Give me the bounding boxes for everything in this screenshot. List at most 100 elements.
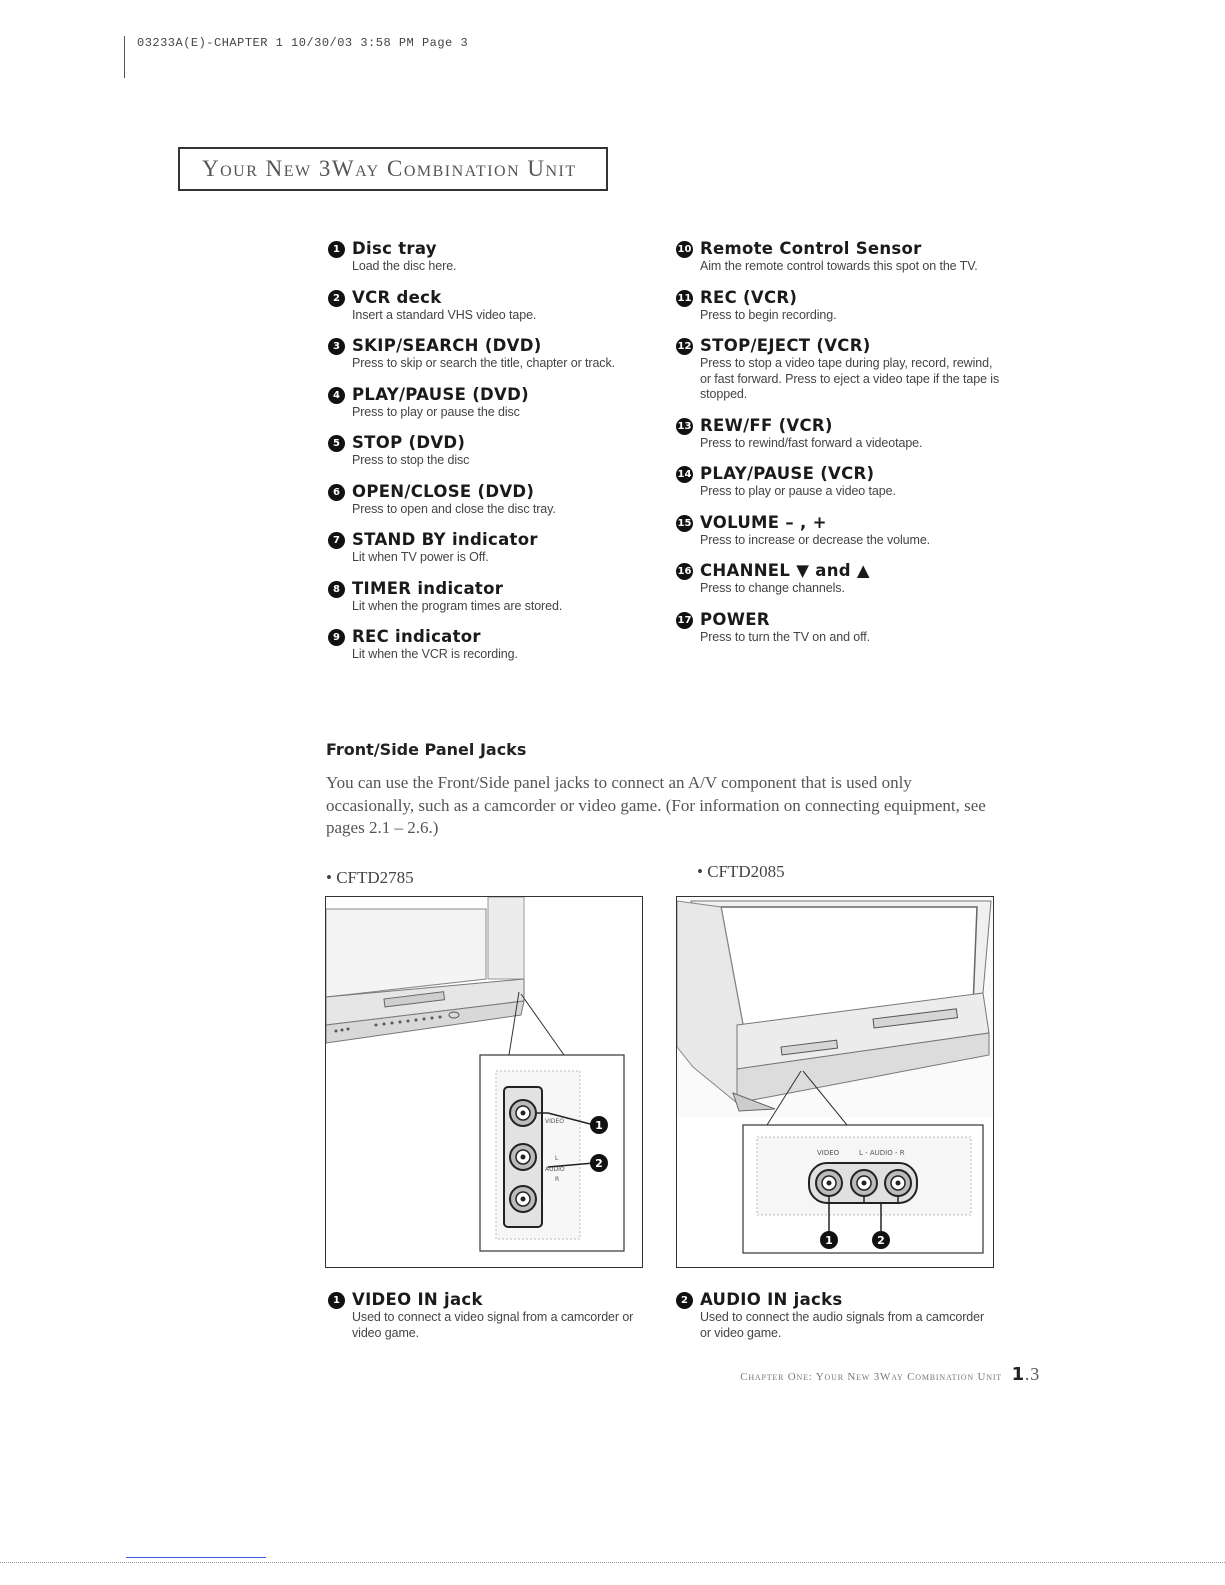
item-number: 11 xyxy=(676,289,693,307)
list-item: 10 Remote Control Sensor Aim the remote … xyxy=(676,238,1006,275)
item-title: VCR deck xyxy=(352,287,442,307)
item-number: 3 xyxy=(328,338,345,355)
list-item: 4 PLAY/PAUSE (DVD) Press to play or paus… xyxy=(328,384,658,421)
section-heading: Front/Side Panel Jacks xyxy=(326,740,527,759)
callout-marker xyxy=(590,1154,608,1172)
video-jack-label: VIDEO xyxy=(545,1118,564,1125)
features-right-column: 10 Remote Control Sensor Aim the remote … xyxy=(676,238,1006,657)
item-title: REW/FF (VCR) xyxy=(700,415,833,435)
features-left-column: 1 Disc tray Load the disc here. 2 VCR de… xyxy=(328,238,658,675)
audio-r-label: R xyxy=(555,1176,559,1183)
item-number: 17 xyxy=(676,611,693,629)
page-title-box: Your New 3Way Combination Unit xyxy=(178,147,608,191)
callout-marker xyxy=(590,1116,608,1134)
item-title: VOLUME – , + xyxy=(700,512,827,532)
item-description: Lit when the program times are stored. xyxy=(352,598,563,613)
item-title: OPEN/CLOSE (DVD) xyxy=(352,481,535,501)
item-number: 12 xyxy=(676,338,693,355)
video-jack-icon xyxy=(815,1169,843,1197)
item-description: Insert a standard VHS video tape. xyxy=(352,307,537,322)
list-item: 16 CHANNEL ▼ and ▲ Press to change chann… xyxy=(676,560,1006,597)
item-description: Used to connect a video signal from a ca… xyxy=(352,1310,634,1340)
item-number: 9 xyxy=(328,629,345,646)
item-number: 2 xyxy=(328,289,345,307)
item-title: Remote Control Sensor xyxy=(700,239,922,258)
item-title: Disc tray xyxy=(352,239,437,258)
page-title: Your New 3Way Combination Unit xyxy=(202,156,577,181)
tv-front-illustration: VIDEO L - AUDIO - R 1 2 xyxy=(677,897,993,1254)
item-description: Press to begin recording. xyxy=(700,307,837,322)
audio-jack-label: AUDIO xyxy=(545,1166,565,1173)
section-intro: You can use the Front/Side panel jacks t… xyxy=(326,773,986,837)
item-number: 7 xyxy=(328,532,345,549)
item-title: SKIP/SEARCH (DVD) xyxy=(352,336,542,355)
item-description: Press to play or pause the disc xyxy=(352,404,520,419)
list-item: 2 VCR deck Insert a standard VHS video t… xyxy=(328,287,658,324)
list-item-video-in: 1 VIDEO IN jack Used to connect a video … xyxy=(328,1289,682,1341)
footer-chapter-number: 1 xyxy=(1011,1364,1025,1385)
item-title: STOP (DVD) xyxy=(352,433,466,452)
callout-label: 2 xyxy=(595,1157,603,1170)
figure-cftd2085: VIDEO L - AUDIO - R 1 2 xyxy=(676,896,994,1268)
item-description: Press to turn the TV on and off. xyxy=(700,629,871,644)
item-description: Press to open and close the disc tray. xyxy=(352,501,556,516)
list-item: 13 REW/FF (VCR) Press to rewind/fast for… xyxy=(676,415,1006,452)
item-description: Used to connect the audio signals from a… xyxy=(700,1310,985,1340)
item-number: 1 xyxy=(328,1292,345,1309)
item-title: PLAY/PAUSE (DVD) xyxy=(352,384,529,404)
item-description: Lit when the VCR is recording. xyxy=(352,647,518,661)
callout-marker xyxy=(872,1231,890,1249)
list-item-audio-in: 2 AUDIO IN jacks Used to connect the aud… xyxy=(676,1289,1030,1341)
item-number: 10 xyxy=(676,241,693,258)
item-number: 8 xyxy=(328,580,345,598)
list-item: 17 POWER Press to turn the TV on and off… xyxy=(676,609,1006,646)
item-description: Press to rewind/fast forward a videotape… xyxy=(700,435,923,450)
item-description: Press to skip or search the title, chapt… xyxy=(352,356,615,370)
model-label-cftd2085: • CFTD2085 xyxy=(697,862,785,881)
list-item: 5 STOP (DVD) Press to stop the disc xyxy=(328,432,658,469)
item-title: PLAY/PAUSE (VCR) xyxy=(700,464,875,483)
audio-r-jack-icon xyxy=(509,1185,537,1213)
item-title: POWER xyxy=(700,609,770,629)
video-jack-label: VIDEO xyxy=(817,1149,840,1157)
item-number: 5 xyxy=(328,435,345,452)
item-description: Press to stop the disc xyxy=(352,453,470,467)
list-item: 3 SKIP/SEARCH (DVD) Press to skip or sea… xyxy=(328,335,658,372)
item-title: REC (VCR) xyxy=(700,287,798,307)
list-item: 1 Disc tray Load the disc here. xyxy=(328,238,658,275)
item-number: 14 xyxy=(676,466,693,483)
item-title: VIDEO IN jack xyxy=(352,1290,483,1309)
callout-marker xyxy=(820,1231,838,1249)
page-footer: Chapter One: Your New 3Way Combination U… xyxy=(740,1364,1040,1385)
item-number: 15 xyxy=(676,514,693,532)
item-description: Aim the remote control towards this spot… xyxy=(700,259,978,273)
list-item: 12 STOP/EJECT (VCR) Press to stop a vide… xyxy=(676,335,1006,403)
item-title: REC indicator xyxy=(352,627,481,646)
list-item: 14 PLAY/PAUSE (VCR) Press to play or pau… xyxy=(676,463,1006,500)
audio-l-jack-icon xyxy=(509,1143,537,1171)
footer-page-number: .3 xyxy=(1024,1364,1040,1384)
page-bottom-rule xyxy=(0,1562,1225,1563)
figure-cftd2785: VIDEO AUDIO L R 1 2 xyxy=(325,896,643,1268)
item-title: CHANNEL ▼ and ▲ xyxy=(700,561,870,580)
item-description: Press to increase or decrease the volume… xyxy=(700,532,931,547)
item-number: 6 xyxy=(328,483,345,501)
item-number: 2 xyxy=(676,1292,693,1309)
item-description: Lit when TV power is Off. xyxy=(352,550,489,564)
audio-l-jack-icon xyxy=(850,1169,878,1197)
item-number: 16 xyxy=(676,563,693,580)
audio-r-jack-icon xyxy=(884,1169,912,1197)
tv-side-illustration: VIDEO AUDIO L R 1 2 xyxy=(326,897,625,1252)
item-number: 4 xyxy=(328,386,345,404)
list-item: 15 VOLUME – , + Press to increase or dec… xyxy=(676,512,1006,549)
item-title: TIMER indicator xyxy=(352,578,504,598)
item-description: Press to stop a video tape during play, … xyxy=(700,356,1000,401)
link-underline xyxy=(126,1557,266,1558)
item-title: STAND BY indicator xyxy=(352,530,538,549)
item-title: AUDIO IN jacks xyxy=(700,1290,843,1309)
print-header: 03233A(E)-CHAPTER 1 10/30/03 3:58 PM Pag… xyxy=(137,36,469,50)
footer-chapter-title: Chapter One: Your New 3Way Combination U… xyxy=(740,1371,1002,1383)
item-number: 1 xyxy=(328,241,345,258)
item-description: Press to change channels. xyxy=(700,581,845,595)
item-number: 13 xyxy=(676,417,693,435)
